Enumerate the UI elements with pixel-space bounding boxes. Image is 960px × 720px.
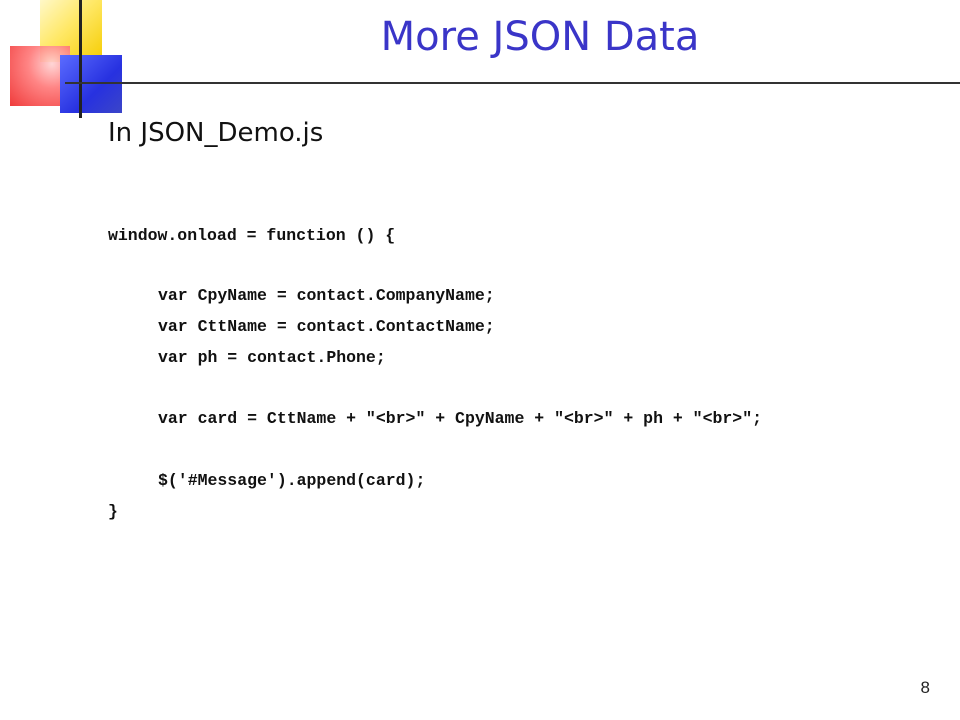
- logo-blue-square: [60, 55, 122, 113]
- code-line-5: var card = CttName + "<br>" + CpyName + …: [158, 409, 762, 428]
- slide-logo: [0, 0, 140, 120]
- slide-title: More JSON Data: [380, 14, 700, 60]
- code-line-4: var ph = contact.Phone;: [158, 348, 386, 367]
- code-line-7: }: [108, 502, 118, 521]
- code-line-6: $('#Message').append(card);: [158, 471, 426, 490]
- slide-subtitle: In JSON_Demo.js: [108, 118, 324, 148]
- title-divider: [65, 82, 960, 84]
- page-number: 8: [920, 678, 930, 697]
- logo-vertical-line: [79, 0, 82, 118]
- code-line-2: var CpyName = contact.CompanyName;: [158, 286, 495, 305]
- code-line-1: window.onload = function () {: [108, 226, 396, 245]
- code-line-3: var CttName = contact.ContactName;: [158, 317, 495, 336]
